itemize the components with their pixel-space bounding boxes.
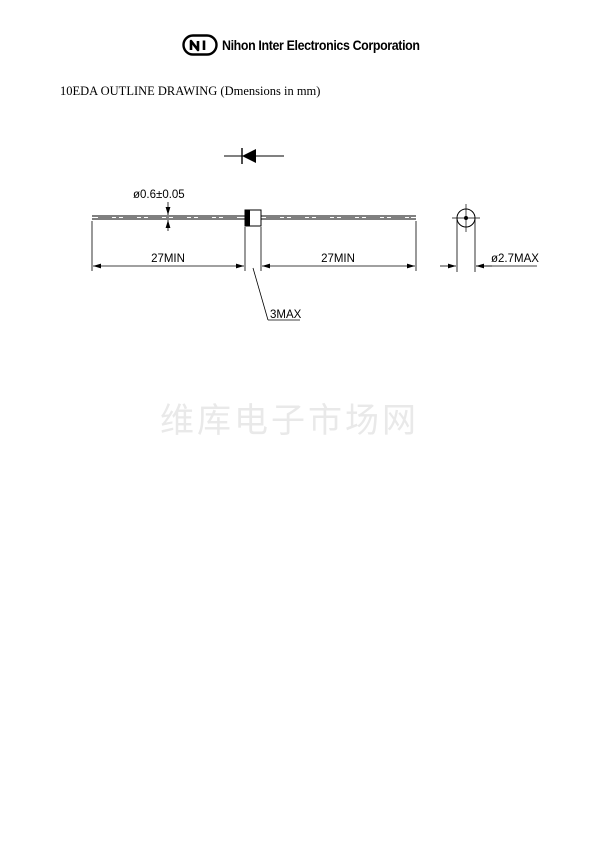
diode-body	[244, 209, 262, 227]
company-logo	[182, 34, 218, 56]
end-view	[452, 204, 480, 232]
extension-lines	[91, 221, 417, 271]
company-header: Nihon Inter Electronics Corporation	[182, 34, 437, 56]
right-lead-length-label: 27MIN	[321, 253, 355, 265]
diode-symbol-icon	[224, 148, 284, 164]
left-lead	[92, 215, 245, 220]
right-length-dimension: 27MIN	[262, 253, 415, 269]
body-length-dimension: 3MAX	[252, 267, 302, 321]
left-length-dimension: 27MIN	[93, 253, 244, 269]
watermark: 维库电子市场网	[160, 401, 419, 441]
company-name: Nihon Inter Electronics Corporation	[222, 37, 420, 53]
body-diameter-label: ø2.7MAX	[491, 253, 539, 265]
right-lead	[261, 215, 416, 220]
document-title: 10EDA OUTLINE DRAWING (Dmensions in mm)	[60, 84, 321, 98]
lead-diameter-label: ø0.6±0.05	[133, 189, 185, 201]
left-lead-length-label: 27MIN	[151, 253, 185, 265]
body-length-label: 3MAX	[270, 309, 302, 321]
lead-diameter-dimension: ø0.6±0.05	[133, 189, 185, 231]
body-diameter-dimension: ø2.7MAX	[440, 219, 539, 272]
